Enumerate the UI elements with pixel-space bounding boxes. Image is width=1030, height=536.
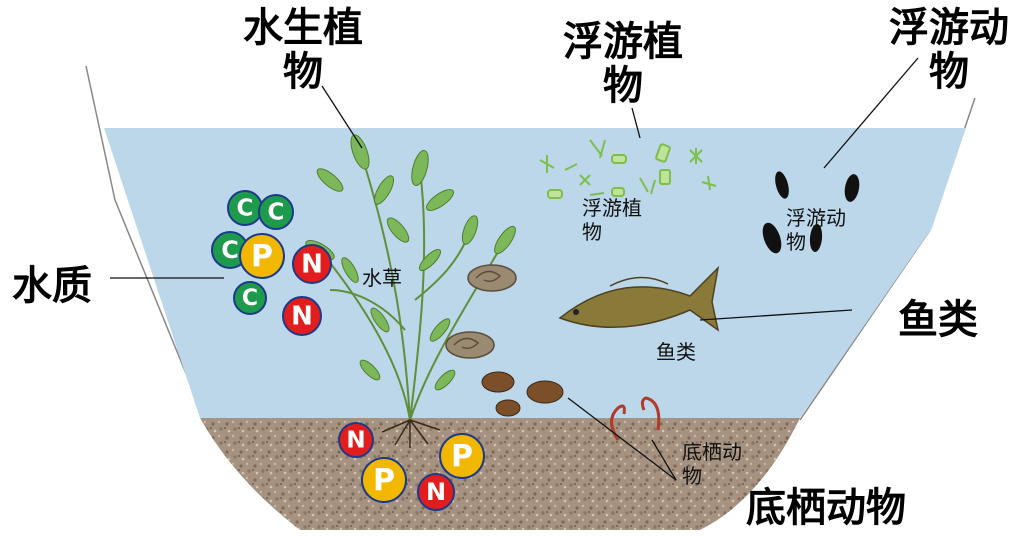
sediment-nutrient-letter: N bbox=[426, 478, 446, 506]
water-body bbox=[104, 128, 966, 418]
water-nutrient-letter: P bbox=[251, 239, 273, 274]
snail-2 bbox=[446, 332, 494, 358]
inner-label-benthos: 底栖动 物 bbox=[682, 440, 742, 488]
water-nutrient-letter: N bbox=[291, 302, 313, 332]
water-nutrient-letter: C bbox=[268, 200, 285, 226]
label-benthos: 底栖动物 bbox=[736, 486, 916, 530]
inner-label-waterweed: 水草 bbox=[362, 266, 402, 290]
water-nutrient-letter: C bbox=[221, 236, 239, 264]
water-nutrient-letter: N bbox=[301, 250, 323, 280]
snail-1 bbox=[468, 265, 516, 291]
label-fish: 鱼类 bbox=[888, 298, 988, 342]
water-nutrient-letter: C bbox=[237, 196, 254, 222]
inner-label-phytoplankton: 浮游植 物 bbox=[582, 196, 642, 244]
sediment-nutrient-letter: N bbox=[346, 428, 365, 454]
water-nutrient-letter: C bbox=[242, 286, 258, 311]
label-zooplankton: 浮游动 物 bbox=[874, 6, 1024, 94]
inner-label-zooplankton: 浮游动 物 bbox=[786, 206, 846, 254]
label-water-quality: 水质 bbox=[12, 264, 102, 308]
label-phytoplankton: 浮游植 物 bbox=[548, 20, 698, 108]
sediment-nutrient-letter: P bbox=[451, 439, 473, 474]
inner-label-fish: 鱼类 bbox=[656, 340, 696, 364]
sediment-nutrient-letter: P bbox=[373, 463, 395, 498]
label-aquatic-plant: 水生植 物 bbox=[228, 6, 378, 94]
